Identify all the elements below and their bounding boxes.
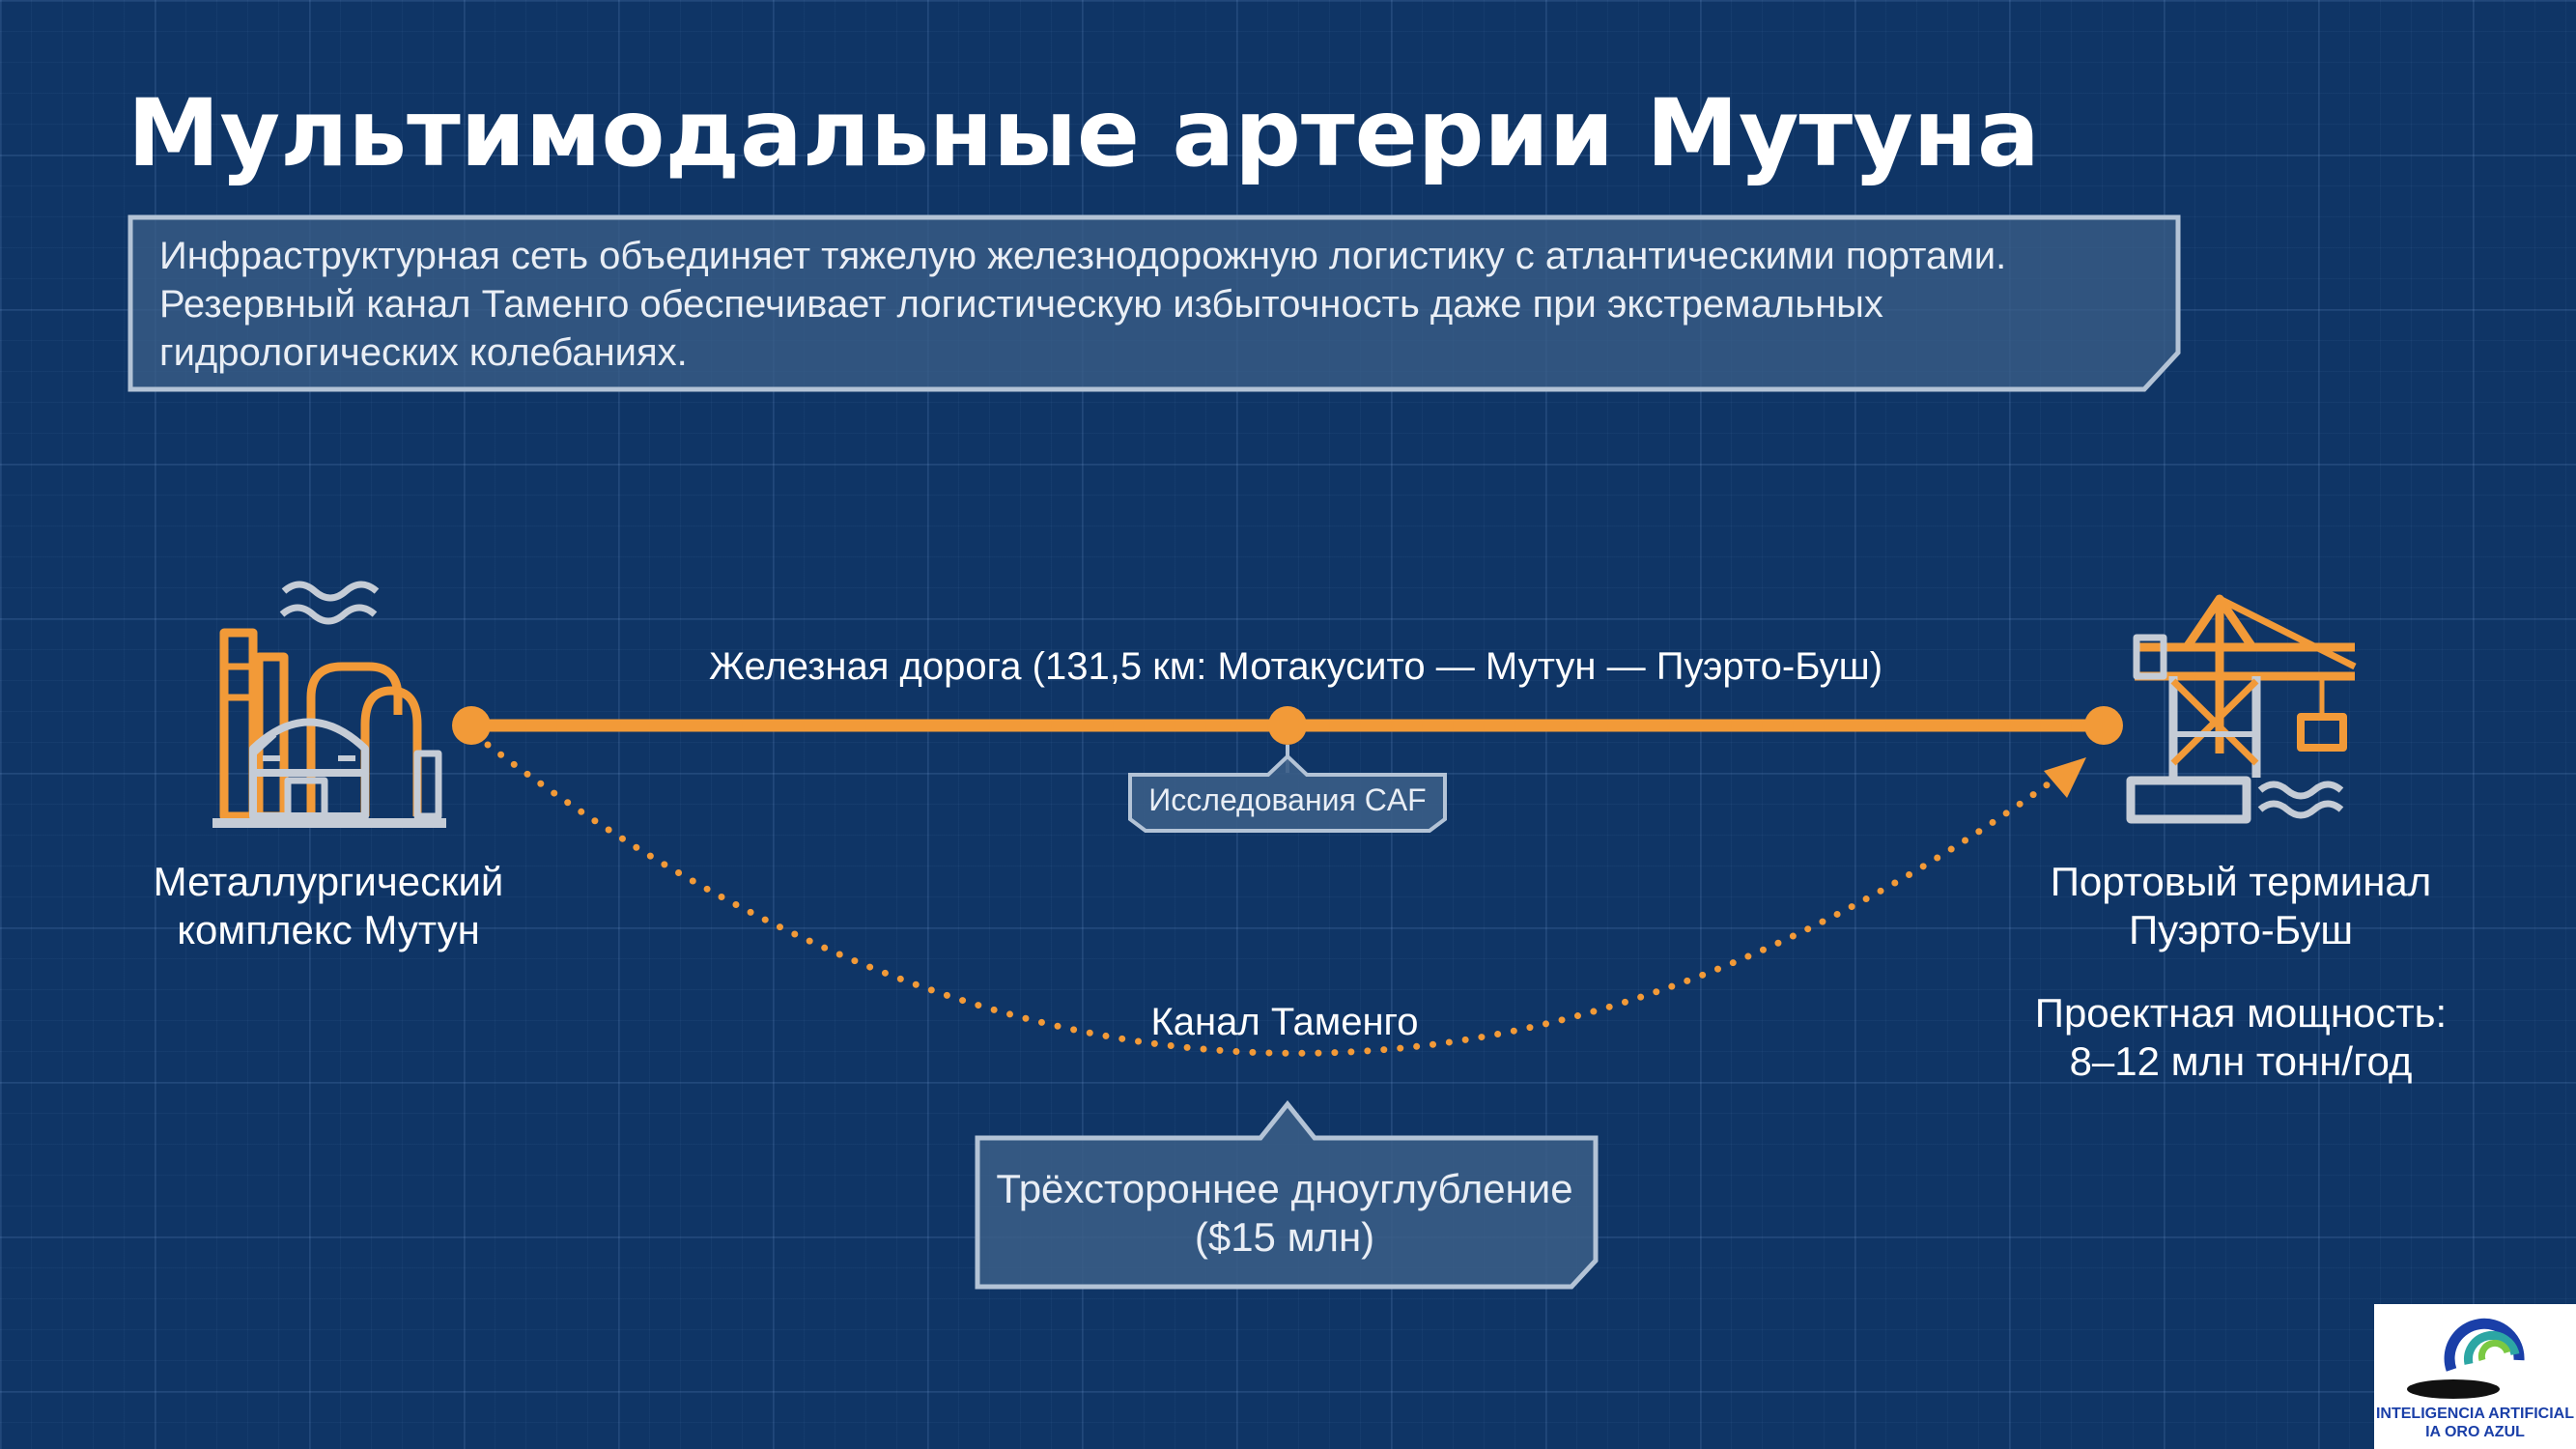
dredging-callout-label: Трёхстороннее дноуглубление ($15 млн) <box>976 1165 1594 1262</box>
port-label-line: Пуэрто-Буш <box>2128 907 2354 952</box>
caf-callout <box>1128 753 1447 833</box>
railway-start-node <box>452 706 491 745</box>
capacity-line: Проектная мощность: <box>2034 990 2448 1036</box>
dredging-callout <box>975 1099 1599 1290</box>
mutun-label: Металлургический комплекс Мутун <box>116 858 541 954</box>
dredging-line: Трёхстороннее дноуглубление <box>996 1166 1573 1211</box>
canal-arrowhead <box>2044 757 2086 798</box>
railway-label: Железная дорога (131,5 км: Мотакусито — … <box>709 645 1883 688</box>
logo-line: IA ORO AZUL <box>2425 1424 2525 1440</box>
intro-line: Резервный канал Таменго обеспечивает лог… <box>159 283 1883 326</box>
caf-callout-label: Исследования CAF <box>1148 782 1427 817</box>
page-title: Мультимодальные артерии Мутуна <box>127 79 2040 187</box>
canal-route <box>484 741 2081 1057</box>
logo-mark-icon <box>2407 1318 2525 1399</box>
mutun-label-line: Металлургический <box>153 859 504 904</box>
railway-end-node <box>2084 706 2123 745</box>
logo-text: INTELIGENCIA ARTIFICIAL IA ORO AZUL <box>2374 1405 2576 1441</box>
port-label: Портовый терминал Пуэрто-Буш <box>2009 858 2473 954</box>
factory-icon <box>212 581 446 828</box>
intro-line: гидрологических колебаниях. <box>159 331 688 374</box>
port-label-line: Портовый терминал <box>2050 859 2432 904</box>
port-capacity: Проектная мощность: 8–12 млн тонн/год <box>2009 989 2473 1086</box>
intro-text: Инфраструктурная сеть объединяет тяжелую… <box>159 232 2168 377</box>
intro-line: Инфраструктурная сеть объединяет тяжелую… <box>159 235 2007 277</box>
capacity-value: 8–12 млн тонн/год <box>2069 1038 2413 1084</box>
port-crane-icon <box>2126 594 2357 824</box>
intro-panel <box>127 214 2181 392</box>
logo-line: INTELIGENCIA ARTIFICIAL <box>2375 1406 2575 1422</box>
dredging-cost: ($15 млн) <box>1194 1214 1375 1260</box>
mutun-label-line: комплекс Мутун <box>177 907 480 952</box>
canal-label: Канал Таменго <box>1150 1001 1419 1043</box>
railway-mid-node <box>1268 706 1307 745</box>
brand-logo: INTELIGENCIA ARTIFICIAL IA ORO AZUL <box>2374 1304 2576 1449</box>
